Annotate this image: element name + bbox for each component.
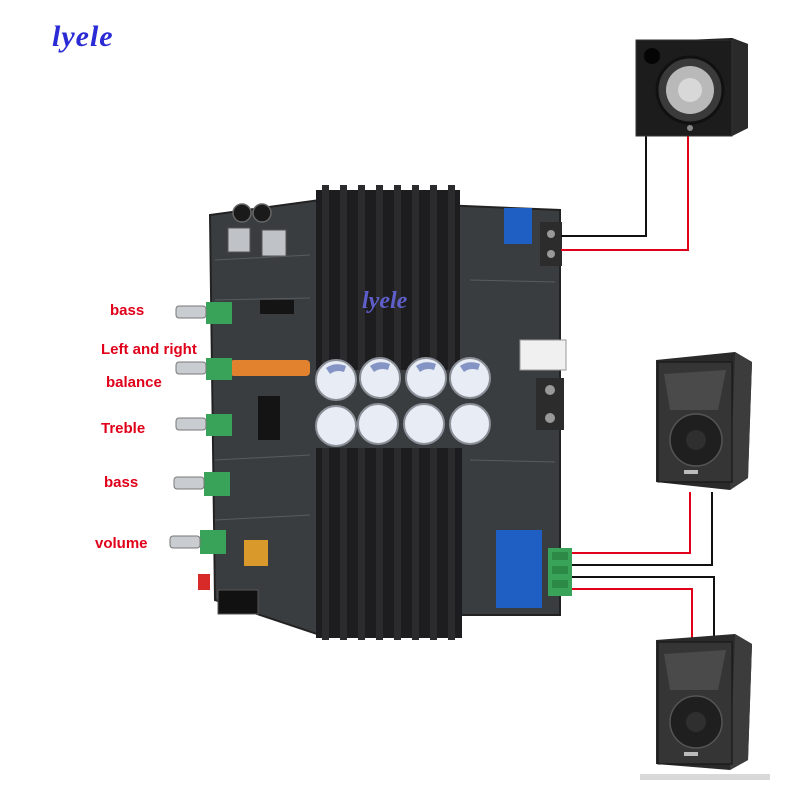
capacitor-bank-icon xyxy=(315,357,491,447)
caption-strip xyxy=(640,774,770,780)
sub-output-terminal-icon xyxy=(540,222,562,266)
label-bass-bottom: bass xyxy=(104,474,139,491)
board-watermark: lyele xyxy=(362,288,408,314)
subwoofer-speaker-icon xyxy=(635,38,748,137)
top-heatsink-icon xyxy=(316,185,460,370)
label-bass-top: bass xyxy=(110,302,145,319)
bottom-heatsink-icon xyxy=(316,448,462,640)
label-treble: Treble xyxy=(101,420,146,437)
brand-logo: lyele xyxy=(52,20,114,53)
label-left-and-right: Left and right xyxy=(101,341,197,358)
label-volume: volume xyxy=(95,535,148,552)
pa-speaker-bottom-icon xyxy=(656,634,752,770)
speaker-output-terminal-icon xyxy=(548,548,572,596)
pa-speaker-top-icon xyxy=(656,352,752,490)
wires xyxy=(561,132,715,640)
label-balance: balance xyxy=(106,374,162,391)
potentiometer-row-icon xyxy=(169,302,232,554)
power-terminal-icon xyxy=(536,378,564,430)
amplifier-board-icon xyxy=(169,185,572,640)
